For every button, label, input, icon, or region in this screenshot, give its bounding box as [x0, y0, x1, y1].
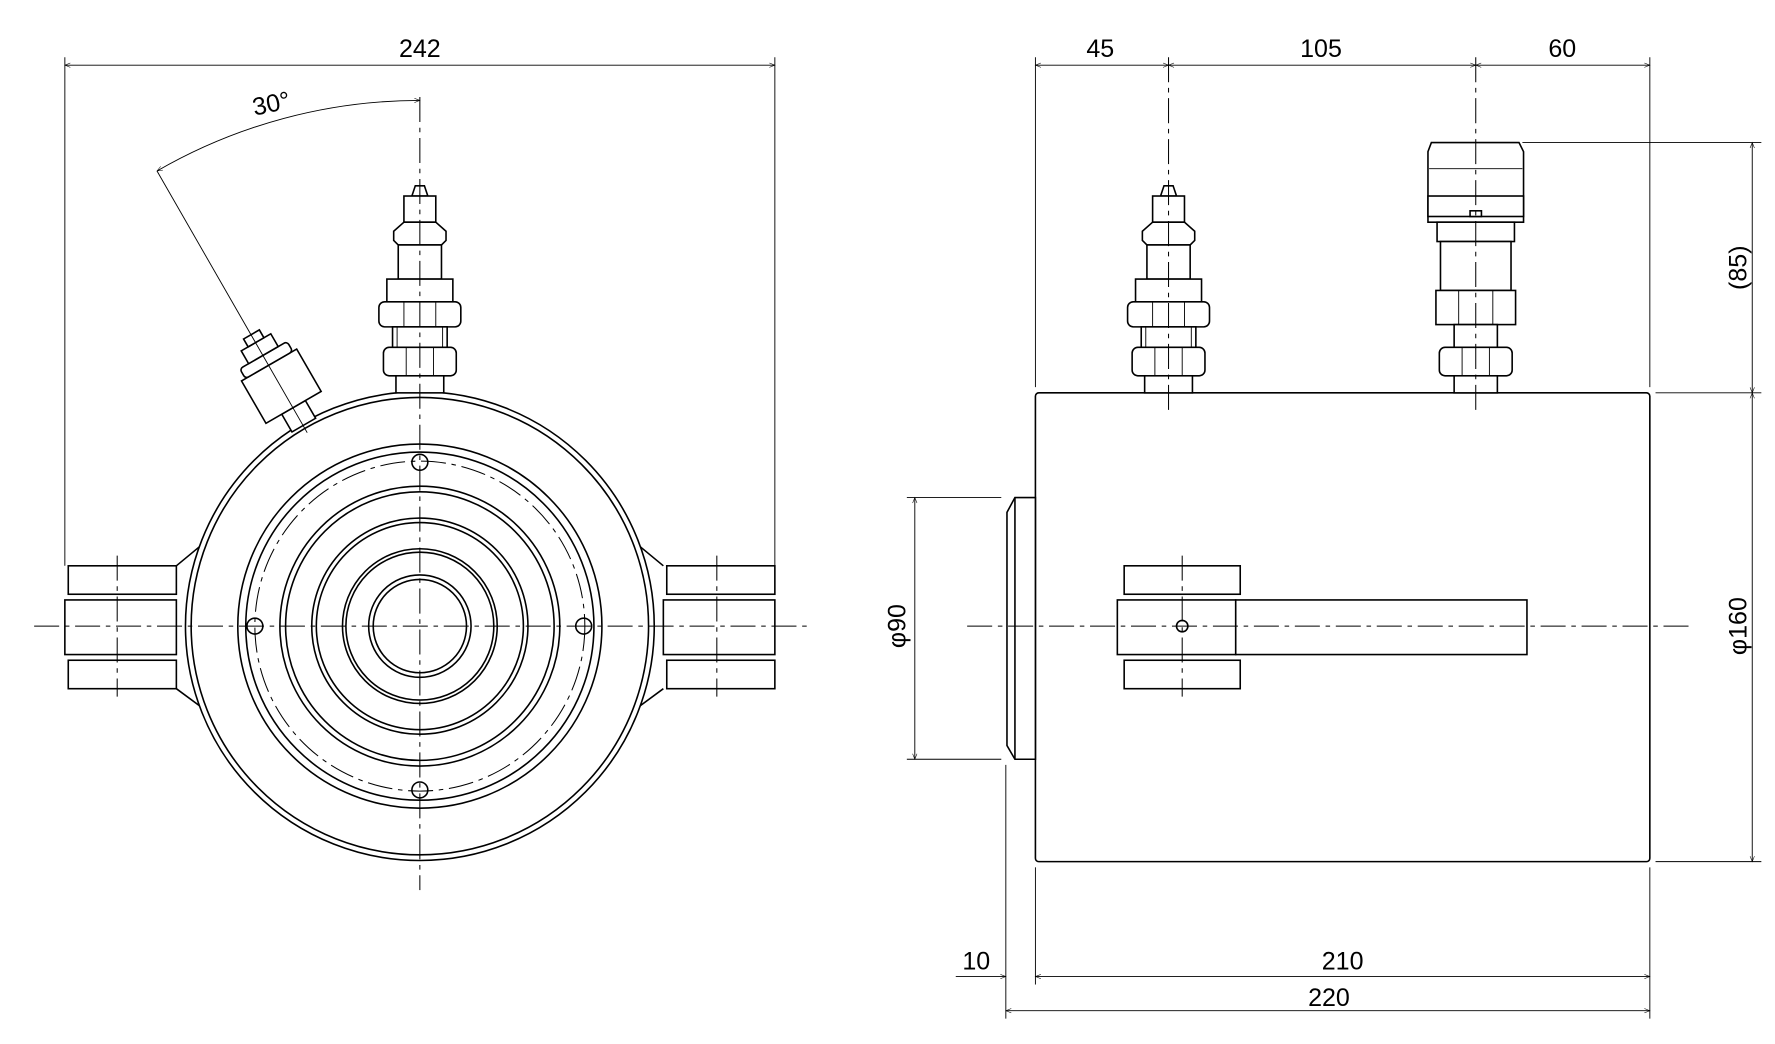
front-view: 242 30° [34, 35, 808, 891]
connector-height-label: (85) [1725, 245, 1753, 290]
dimension-60-label: 60 [1548, 35, 1576, 63]
right-lug [662, 565, 776, 690]
flange-length-label: 10 [962, 948, 990, 976]
overall-length-label: 220 [1308, 984, 1350, 1012]
width-dimension-label: 242 [399, 35, 441, 63]
dimension-45-label: 45 [1086, 35, 1114, 63]
angled-connector [240, 328, 323, 434]
body-diameter-label: φ160 [1725, 597, 1753, 655]
side-view: 45 105 60 (85) φ160 φ90 10 210 220 [884, 35, 1762, 1019]
dimension-105-label: 105 [1300, 35, 1342, 63]
flange-diameter-label: φ90 [884, 604, 912, 648]
left-lug [64, 565, 178, 690]
angle-dimension-label: 30° [250, 86, 293, 121]
body-length-label: 210 [1322, 948, 1364, 976]
flange [1006, 496, 1037, 761]
